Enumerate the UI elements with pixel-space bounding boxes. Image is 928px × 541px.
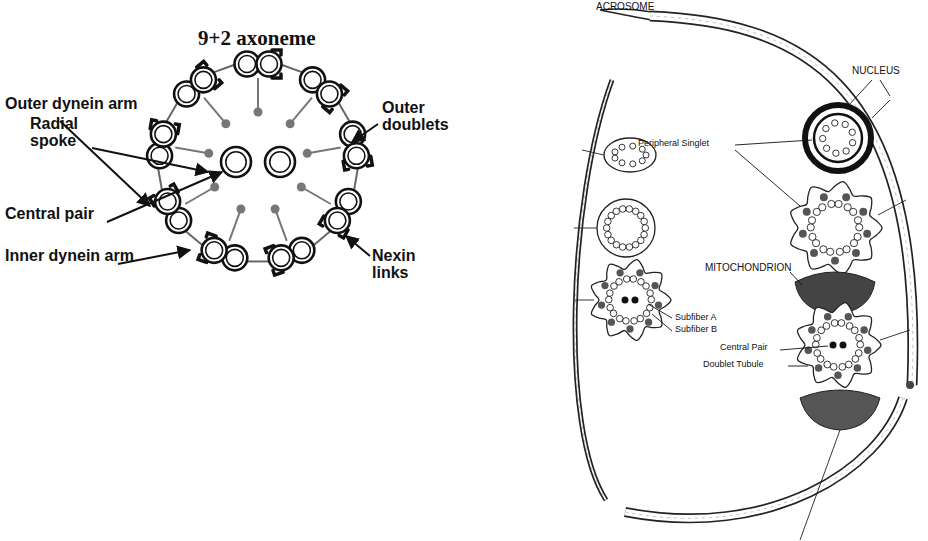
part-label: Radial spoke bbox=[30, 116, 92, 150]
callout-label: Central Pair bbox=[720, 343, 768, 352]
leader-line bbox=[107, 172, 222, 222]
outer-doublet bbox=[235, 52, 282, 77]
part-label: Central pair bbox=[5, 206, 94, 223]
panel-title: 9+2 axoneme bbox=[198, 26, 316, 51]
callout-label: Peripheral Singlet bbox=[638, 139, 709, 148]
sperm-drawing bbox=[574, 9, 914, 540]
outer-doublet bbox=[174, 67, 216, 106]
outer-doublet bbox=[155, 189, 191, 233]
leader-line bbox=[790, 272, 802, 285]
leader-line bbox=[92, 148, 208, 172]
leader-line bbox=[735, 140, 812, 145]
callout-label: Subfiber A bbox=[675, 313, 717, 322]
callout-label: Subfiber B bbox=[675, 325, 717, 334]
outer-doublet bbox=[300, 67, 342, 106]
part-label: Outer doublets bbox=[382, 100, 454, 134]
part-label: Inner dynein arm bbox=[5, 248, 134, 265]
drawing bbox=[60, 9, 914, 540]
leader-line bbox=[735, 150, 800, 206]
leader-line bbox=[648, 304, 672, 318]
callout-label: MITOCHONDRION bbox=[705, 263, 791, 274]
leader-line bbox=[352, 124, 378, 142]
callout-label: NUCLEUS bbox=[852, 66, 900, 77]
part-label: Outer dynein arm bbox=[5, 96, 137, 113]
leader-line bbox=[780, 346, 828, 350]
outer-doublet bbox=[325, 189, 361, 233]
outer-doublet bbox=[202, 238, 248, 271]
leader-line bbox=[346, 236, 370, 256]
leader-line bbox=[848, 80, 872, 106]
callout-label: ACROSOME bbox=[596, 2, 654, 13]
callout-label: Doublet Tubule bbox=[703, 360, 764, 369]
axoneme bbox=[147, 50, 372, 275]
leader-line bbox=[652, 314, 672, 331]
part-label: Nexin links bbox=[372, 248, 428, 282]
outer-doublet bbox=[269, 238, 315, 271]
leader-line bbox=[880, 80, 890, 96]
leader-line bbox=[788, 366, 808, 367]
